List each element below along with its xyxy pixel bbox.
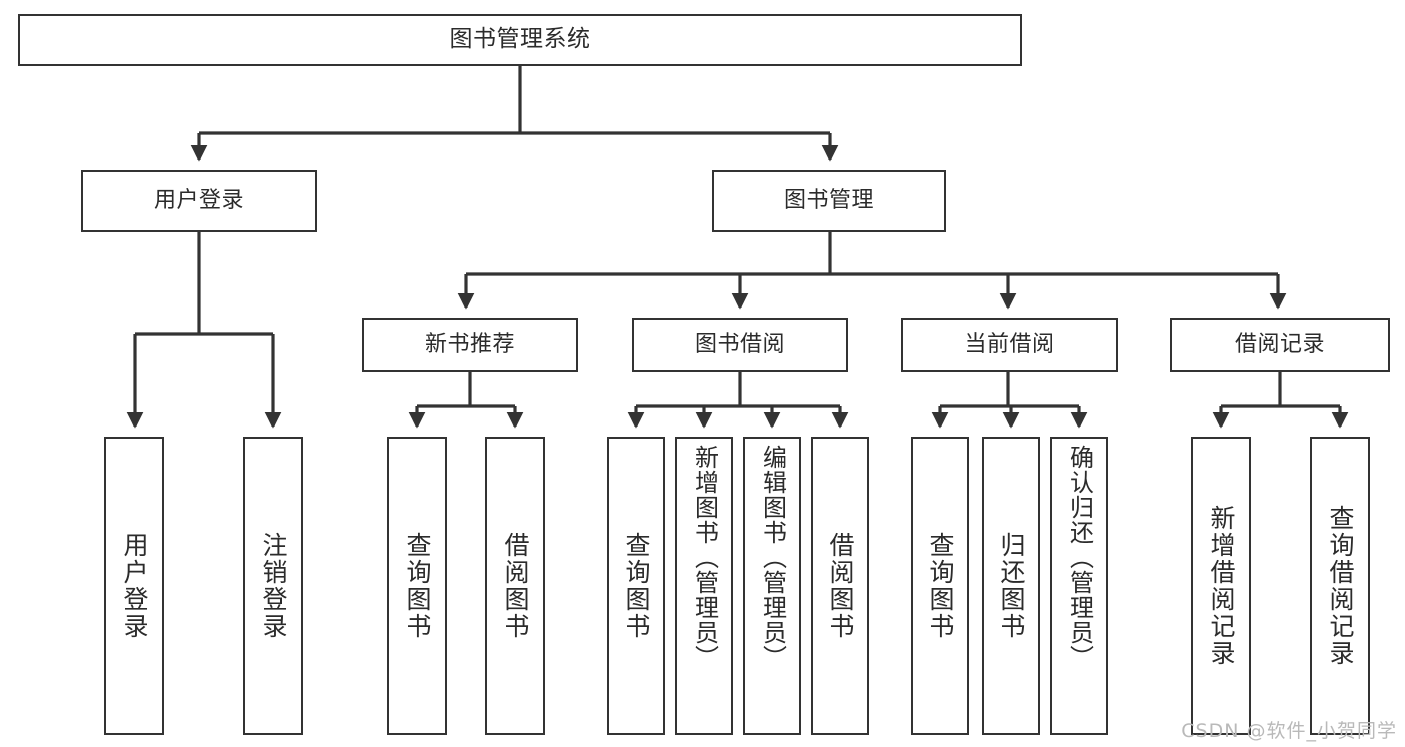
node-leaf-return-book-label: 归还图书 [997, 532, 1026, 640]
node-leaf-borrow-book-2[interactable]: 借阅图书 [811, 437, 869, 735]
node-leaf-query-book-2-label: 查询图书 [622, 532, 651, 640]
node-user-login-label: 用户登录 [153, 188, 244, 214]
node-leaf-add-record-label: 新增借阅记录 [1207, 505, 1236, 667]
node-book-borrow[interactable]: 图书借阅 [632, 318, 848, 372]
node-root[interactable]: 图书管理系统 [18, 14, 1022, 66]
node-leaf-borrow-book-1-label: 借阅图书 [501, 532, 530, 640]
node-book-manage[interactable]: 图书管理 [712, 170, 946, 232]
node-user-login[interactable]: 用户登录 [81, 170, 317, 232]
node-borrow-record-label: 借阅记录 [1234, 332, 1325, 358]
node-leaf-user-logout[interactable]: 注销登录 [243, 437, 303, 735]
csdn-watermark: CSDN @软件_小贺同学 [1181, 720, 1397, 742]
node-leaf-edit-book-label: 编辑图书（管理员） [758, 445, 787, 670]
node-leaf-borrow-book-2-label: 借阅图书 [826, 532, 855, 640]
node-leaf-user-logout-label: 注销登录 [259, 532, 288, 640]
node-book-manage-label: 图书管理 [783, 188, 874, 214]
node-leaf-add-book[interactable]: 新增图书（管理员） [675, 437, 733, 735]
node-leaf-edit-book[interactable]: 编辑图书（管理员） [743, 437, 801, 735]
node-leaf-add-book-label: 新增图书（管理员） [690, 445, 719, 670]
node-leaf-return-book[interactable]: 归还图书 [982, 437, 1040, 735]
node-leaf-confirm-return-label: 确认归还（管理员） [1065, 445, 1094, 670]
node-leaf-query-book-3[interactable]: 查询图书 [911, 437, 969, 735]
node-current-borrow[interactable]: 当前借阅 [901, 318, 1118, 372]
node-leaf-query-book-1-label: 查询图书 [403, 532, 432, 640]
node-new-book-recommend-label: 新书推荐 [424, 332, 515, 358]
node-leaf-borrow-book-1[interactable]: 借阅图书 [485, 437, 545, 735]
node-leaf-query-book-3-label: 查询图书 [926, 532, 955, 640]
node-current-borrow-label: 当前借阅 [964, 332, 1055, 358]
node-leaf-query-record[interactable]: 查询借阅记录 [1310, 437, 1370, 735]
node-book-borrow-label: 图书借阅 [694, 332, 785, 358]
node-leaf-user-login[interactable]: 用户登录 [104, 437, 164, 735]
node-leaf-user-login-label: 用户登录 [120, 532, 149, 640]
node-leaf-confirm-return[interactable]: 确认归还（管理员） [1050, 437, 1108, 735]
node-leaf-query-book-1[interactable]: 查询图书 [387, 437, 447, 735]
node-leaf-query-book-2[interactable]: 查询图书 [607, 437, 665, 735]
node-leaf-query-record-label: 查询借阅记录 [1326, 505, 1355, 667]
node-root-label: 图书管理系统 [449, 26, 591, 53]
node-leaf-add-record[interactable]: 新增借阅记录 [1191, 437, 1251, 735]
node-borrow-record[interactable]: 借阅记录 [1170, 318, 1390, 372]
node-new-book-recommend[interactable]: 新书推荐 [362, 318, 578, 372]
